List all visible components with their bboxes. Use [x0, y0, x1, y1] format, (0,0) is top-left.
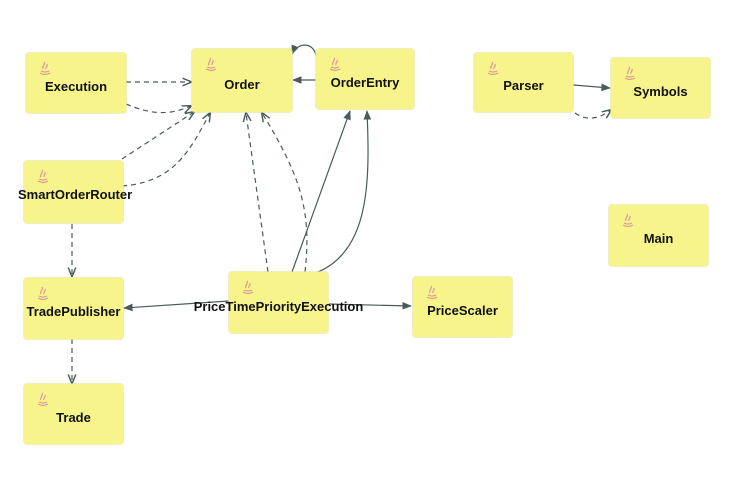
- node-symbols[interactable]: Symbols: [611, 58, 710, 118]
- node-order[interactable]: Order: [192, 49, 292, 112]
- java-class-icon: [426, 285, 438, 300]
- node-label: PriceScaler: [427, 303, 498, 318]
- edge-sor-order-2: [121, 113, 210, 187]
- node-label: OrderEntry: [330, 75, 400, 90]
- node-orderentry[interactable]: OrderEntry: [316, 49, 414, 109]
- node-label: Execution: [44, 79, 108, 94]
- edge-ptpe-orderentry-2: [317, 110, 372, 273]
- edge-order-self: [291, 44, 317, 56]
- java-class-icon: [624, 66, 636, 81]
- node-label: TradePublisher: [26, 304, 121, 319]
- java-class-icon: [205, 57, 217, 72]
- node-label: Main: [643, 231, 674, 246]
- java-class-icon: [487, 61, 499, 76]
- edge-ptpe-order-2: [262, 113, 308, 273]
- edge-sor-order: [121, 112, 194, 160]
- edge-parser-symbols-dashed: [574, 110, 611, 119]
- java-class-icon: [329, 57, 341, 72]
- node-execution[interactable]: Execution: [26, 53, 126, 113]
- node-smartorderrouter[interactable]: SmartOrderRouter: [18, 161, 132, 223]
- java-class-icon: [37, 392, 49, 407]
- edge-execution-order-2: [125, 103, 191, 113]
- node-label: Parser: [503, 78, 544, 93]
- java-class-icon: [242, 280, 254, 295]
- edge-ptpe-orderentry: [291, 110, 351, 273]
- java-class-icon: [39, 61, 51, 76]
- node-label: Symbols: [633, 84, 688, 99]
- node-tradepublisher[interactable]: TradePublisher: [24, 278, 123, 339]
- edge-ptpe-tradepublisher: [123, 300, 230, 312]
- edge-ptpe-pricescaler: [328, 301, 412, 310]
- node-main[interactable]: Main: [609, 205, 708, 266]
- edge-ptpe-order: [246, 113, 269, 273]
- node-label: SmartOrderRouter: [18, 187, 133, 202]
- node-pricetimepriorityexecution[interactable]: PriceTimePriorityExecution: [194, 272, 363, 333]
- java-class-icon: [622, 213, 634, 228]
- node-trade[interactable]: Trade: [24, 384, 123, 444]
- java-class-icon: [37, 286, 49, 301]
- node-label: Order: [224, 77, 260, 92]
- node-label: PriceTimePriorityExecution: [193, 299, 364, 314]
- node-parser[interactable]: Parser: [474, 53, 573, 112]
- node-label: Trade: [56, 410, 91, 425]
- node-pricescaler[interactable]: PriceScaler: [413, 277, 512, 337]
- edge-parser-symbols: [572, 83, 611, 92]
- java-class-icon: [37, 169, 49, 184]
